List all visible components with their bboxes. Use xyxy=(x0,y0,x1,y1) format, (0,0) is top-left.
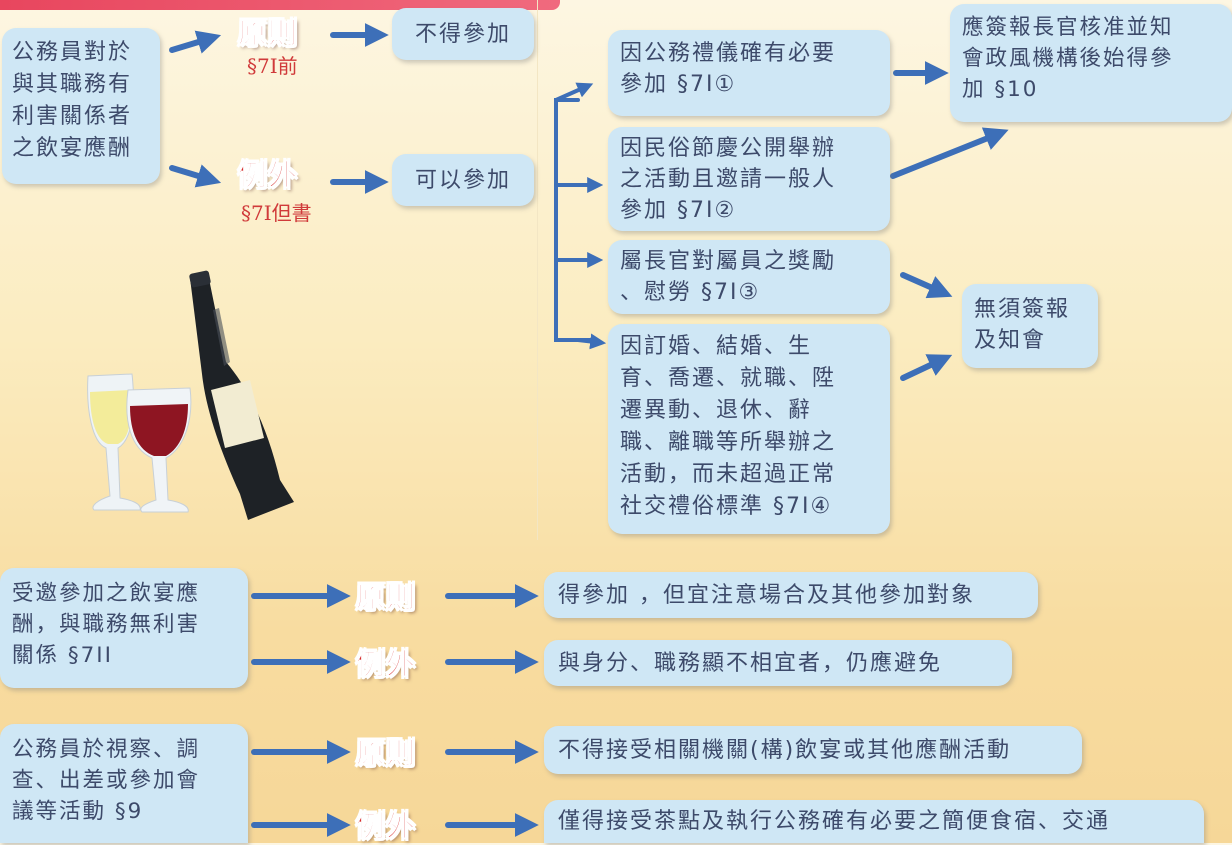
principle-badge: 原則 xyxy=(355,736,417,771)
subject-box-unrelated-banquet: 受邀參加之飲宴應 酬，與職務無利害 關係 §7II xyxy=(0,568,248,688)
arrow-icon xyxy=(554,82,594,102)
exception-badge: 例外 xyxy=(355,809,417,844)
subject-box-interest-parties: 公務員對於 與其職務有 利害關係者 之飲宴應酬 xyxy=(2,28,160,184)
subject-box-inspection-trip: 公務員於視察、調 查、出差或參加會 議等活動 §9 xyxy=(0,724,248,843)
exception-badge: 例外 xyxy=(237,158,299,193)
exception-badge: 例外 xyxy=(355,647,417,682)
result-should-avoid: 與身分、職務顯不相宜者，仍應避免 xyxy=(544,640,1012,686)
top-accent-bar xyxy=(0,0,560,10)
principle-badge: 原則 xyxy=(237,16,299,51)
arrow-icon xyxy=(890,127,1009,179)
result-not-attend: 不得參加 xyxy=(392,8,534,60)
arrow-icon xyxy=(169,164,222,188)
arrow-icon xyxy=(900,354,953,381)
case-life-events: 因訂婚、結婚、生 育、喬遷、就職、陞 遷異動、退休、辭 職、離職等所舉辦之 活動… xyxy=(608,324,890,534)
wine-illustration xyxy=(87,270,294,520)
case-supervisor-reward: 屬長官對屬員之獎勵 、慰勞 §7I③ xyxy=(608,240,890,314)
result-no-banquet: 不得接受相關機關(構)飲宴或其他應酬活動 xyxy=(544,726,1082,774)
wine-glasses-illustration xyxy=(87,373,192,513)
exception-ref: §7I但書 xyxy=(241,201,312,225)
page-divider xyxy=(537,0,538,540)
report-required-box: 應簽報長官核准並知 會政風機構後始得參 加 §10 xyxy=(950,4,1232,122)
result-may-attend: 可以參加 xyxy=(392,154,534,206)
result-tea-only: 僅得接受茶點及執行公務確有必要之簡便食宿、交通 xyxy=(544,800,1204,843)
arrow-icon xyxy=(576,333,607,350)
case-folk-festival: 因民俗節慶公開舉辦 之活動且邀請一般人 參加 §7I② xyxy=(608,127,890,231)
result-may-attend-careful: 得參加 ，但宜注意場合及其他參加對象 xyxy=(544,572,1038,618)
arrow-icon xyxy=(169,30,222,54)
principle-badge: 原則 xyxy=(355,580,417,615)
branch-bracket xyxy=(554,98,594,342)
no-report-box: 無須簽報 及知會 xyxy=(962,284,1098,368)
case-official-etiquette: 因公務禮儀確有必要 參加 §7I① xyxy=(608,30,890,116)
wine-bottle-illustration xyxy=(189,270,294,520)
principle-ref: §7I前 xyxy=(247,54,298,78)
arrow-icon xyxy=(900,272,953,299)
